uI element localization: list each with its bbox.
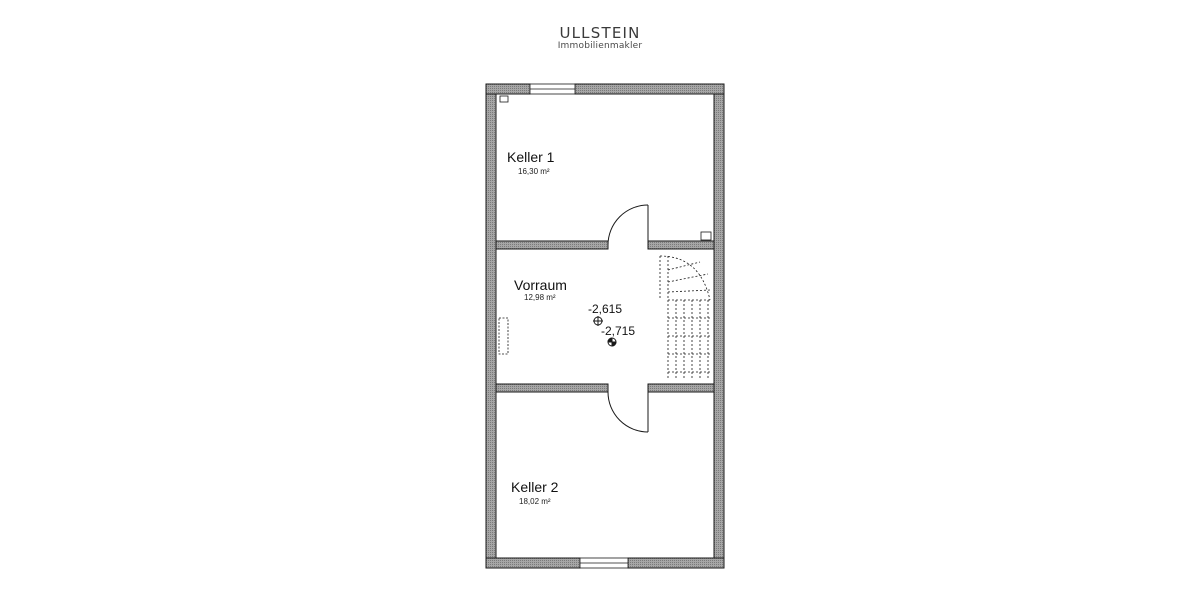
wall-right — [713, 83, 725, 569]
corner-marker — [499, 95, 712, 241]
wall-element — [498, 317, 509, 355]
level-label-upper: -2,615 — [588, 302, 623, 316]
room-keller-1-name: Keller 1 — [507, 149, 555, 165]
wall-keller2-left — [495, 383, 609, 393]
room-vorraum-area: 12,98 m² — [524, 293, 556, 302]
door-arc-top — [607, 204, 649, 246]
brand-logo-title: ULLSTEIN — [559, 24, 641, 42]
staircase — [659, 255, 711, 380]
room-keller-2-area: 18,02 m² — [519, 497, 551, 506]
wall-keller1-right — [647, 240, 715, 250]
wall-bottom-right — [627, 557, 725, 569]
brand-logo-subtitle: Immobilienmakler — [557, 41, 643, 51]
interior-walls — [495, 240, 715, 393]
level-markers — [593, 316, 617, 347]
wall-top-left — [485, 83, 531, 95]
outer-walls — [485, 83, 725, 569]
wall-keller2-right — [647, 383, 715, 393]
wall-keller1-left — [495, 240, 609, 250]
level-label-lower: -2,715 — [601, 324, 636, 338]
room-keller-1-area: 16,30 m² — [518, 167, 550, 176]
doors — [607, 204, 649, 433]
wall-bottom-left — [485, 557, 581, 569]
windows — [529, 83, 629, 569]
room-vorraum-name: Vorraum — [514, 277, 567, 293]
room-keller-2-name: Keller 2 — [511, 479, 559, 495]
door-arc-bottom — [607, 391, 649, 433]
wall-left — [485, 83, 497, 569]
wall-top-right — [574, 83, 725, 95]
